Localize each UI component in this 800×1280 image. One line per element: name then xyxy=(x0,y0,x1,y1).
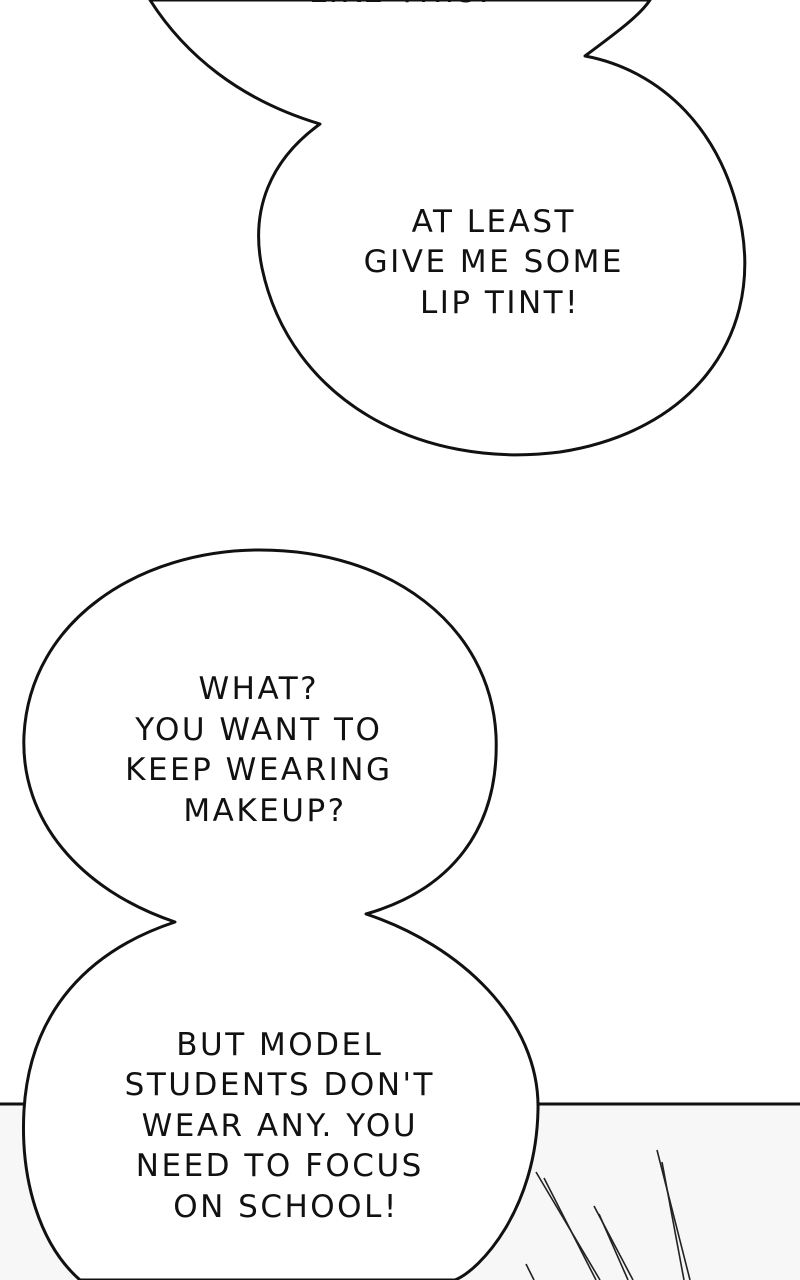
speed-line xyxy=(525,1263,535,1280)
bubble-line: LIKE THIS. xyxy=(309,0,491,10)
bubble-line: NEED TO FOCUS xyxy=(136,1148,424,1184)
bubble-outline xyxy=(148,0,747,457)
bubble-text-top-cut: LIKE THIS. xyxy=(309,0,491,10)
bubble-outline xyxy=(22,548,540,1280)
bubble-line: BUT MODEL xyxy=(176,1027,383,1063)
bubble-text-lip-tint: AT LEAST GIVE ME SOME LIP TINT! xyxy=(364,204,637,321)
bubble-line: STUDENTS DON'T xyxy=(125,1067,435,1103)
bubble-line: WEAR ANY. YOU xyxy=(142,1108,418,1144)
speech-bubble-bottom: WHAT? YOU WANT TO KEEP WEARING MAKEUP? B… xyxy=(22,548,540,1280)
bubble-line: AT LEAST xyxy=(412,204,576,240)
speed-lines xyxy=(525,1149,691,1280)
speed-line xyxy=(656,1149,691,1280)
bubble-line: WHAT? xyxy=(198,671,319,707)
speed-line xyxy=(543,1177,597,1280)
speed-line xyxy=(661,1161,685,1280)
bubble-text-model-students: BUT MODEL STUDENTS DON'T WEAR ANY. YOU N… xyxy=(125,1027,448,1225)
bubble-line: LIP TINT! xyxy=(420,285,580,321)
bubble-line: YOU WANT TO xyxy=(134,712,382,748)
speed-line xyxy=(598,1213,629,1280)
speech-bubble-top: LIKE THIS. AT LEAST GIVE ME SOME LIP TIN… xyxy=(148,0,747,457)
bubble-line: GIVE ME SOME xyxy=(364,244,624,280)
bubble-text-what: WHAT? YOU WANT TO KEEP WEARING MAKEUP? xyxy=(125,671,405,829)
bubble-line: MAKEUP? xyxy=(183,793,346,829)
bubble-line: ON SCHOOL! xyxy=(173,1189,399,1225)
bubble-line: KEEP WEARING xyxy=(125,752,392,788)
